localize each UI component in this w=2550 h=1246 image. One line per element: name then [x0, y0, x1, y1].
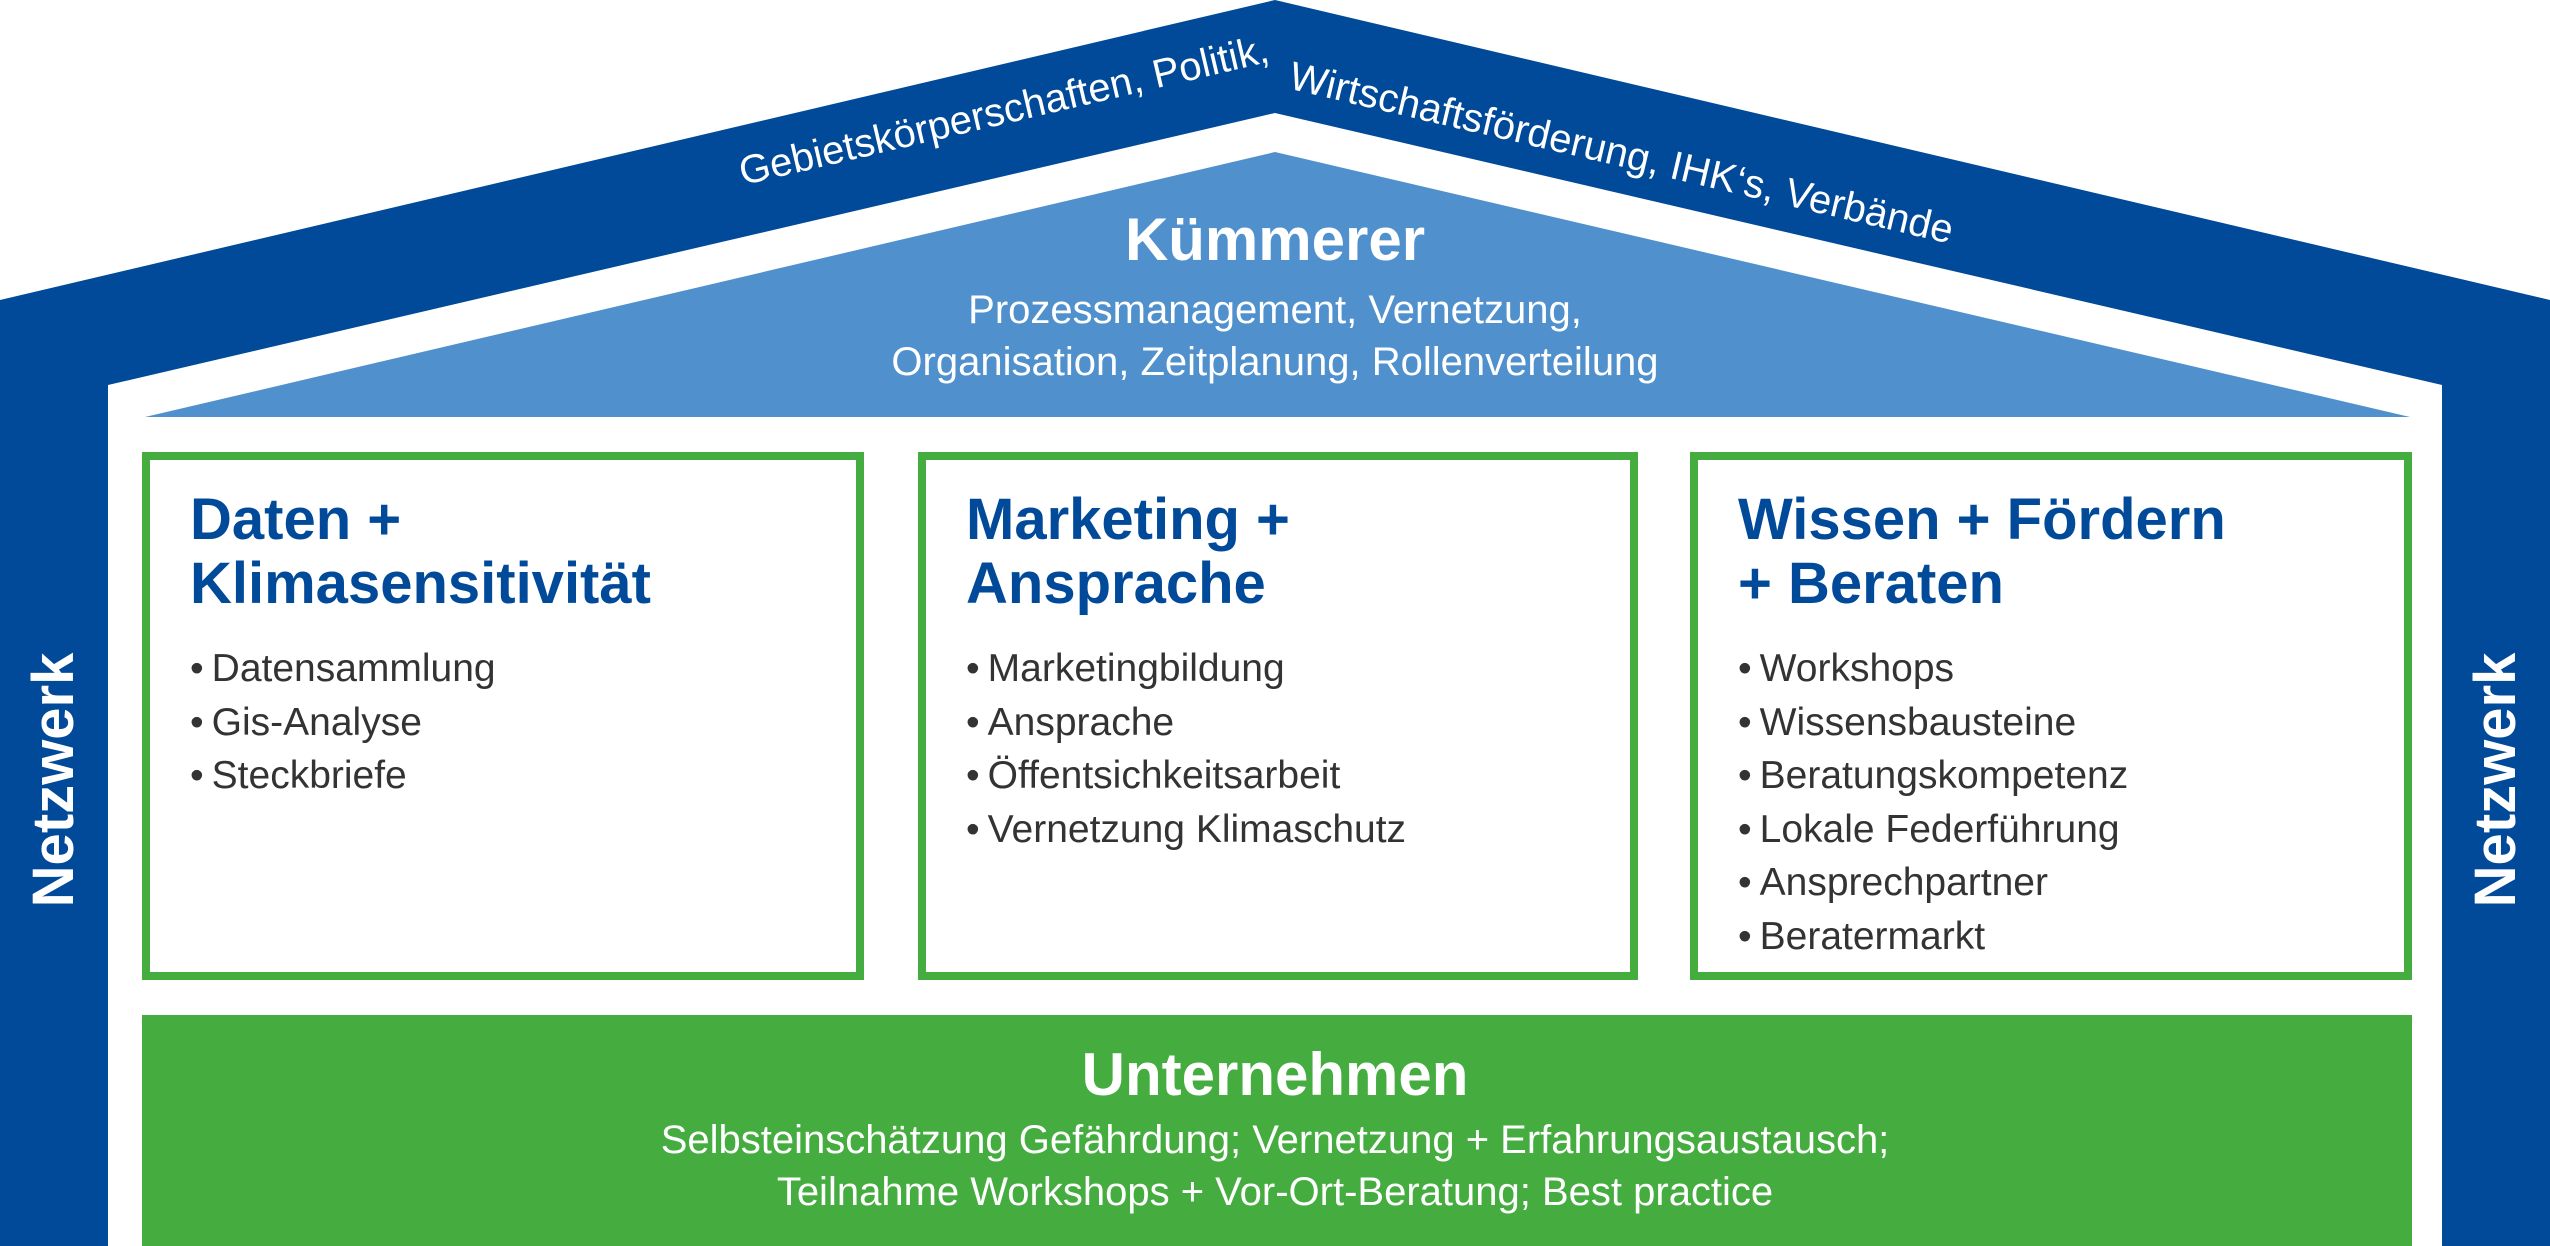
kuemmerer-title: Kümmerer — [1124, 206, 1426, 273]
foundation-title: Unternehmen — [1081, 1041, 1469, 1108]
kuemmerer-triangle — [145, 152, 2410, 417]
pillar-daten: Daten + Klimasensitivität Datensammlung … — [142, 452, 864, 980]
list-item: Lokale Federführung — [1738, 803, 2128, 857]
list-item: Öffentsichkeitsarbeit — [966, 749, 1406, 803]
pillar-marketing-title-line-1: Marketing + — [966, 487, 1290, 552]
foundation-line-1: Selbsteinschätzung Gefährdung; Vernetzun… — [660, 1118, 1890, 1162]
pillar-daten-list: Datensammlung Gis-Analyse Steckbriefe — [190, 642, 496, 803]
pillar-wissen-title: Wissen + Fördern + Beraten — [1738, 488, 2226, 616]
kuemmerer-line-1: Prozessmanagement, Vernetzung, — [968, 288, 1582, 332]
list-item: Steckbriefe — [190, 749, 496, 803]
kuemmerer-line-2: Organisation, Zeitplanung, Rollenverteil… — [891, 340, 1659, 384]
list-item: Gis-Analyse — [190, 696, 496, 750]
pillar-wissen-list: Workshops Wissensbausteine Beratungskomp… — [1738, 642, 2129, 964]
list-item: Beratermarkt — [1738, 910, 2128, 964]
list-item: Beratungskompetenz — [1738, 749, 2129, 803]
pillar-marketing-title-line-2: Ansprache — [966, 551, 1266, 616]
pillar-marketing-list: Marketingbildung Ansprache Öffentsichkei… — [966, 642, 1406, 856]
list-item: Vernetzung Klimaschutz — [966, 803, 1406, 857]
pillar-daten-title-line-1: Daten + — [190, 487, 402, 552]
pillar-daten-title: Daten + Klimasensitivität — [190, 488, 651, 616]
list-item: Marketingbildung — [966, 642, 1406, 696]
pillar-marketing-title: Marketing + Ansprache — [966, 488, 1290, 616]
list-item: Workshops — [1738, 642, 2128, 696]
list-item: Ansprache — [966, 696, 1406, 750]
foundation-bar — [142, 1015, 2412, 1246]
side-label-left: Netzwerk — [21, 652, 86, 908]
pillar-wissen-title-line-2: + Beraten — [1738, 551, 2004, 616]
side-label-right: Netzwerk — [2463, 652, 2528, 908]
pillar-wissen-title-line-1: Wissen + Fördern — [1738, 487, 2226, 552]
pillar-wissen: Wissen + Fördern + Beraten Workshops Wis… — [1690, 452, 2412, 980]
pillar-daten-title-line-2: Klimasensitivität — [190, 551, 651, 616]
pillar-marketing: Marketing + Ansprache Marketingbildung A… — [918, 452, 1638, 980]
list-item: Ansprechpartner — [1738, 856, 2128, 910]
foundation-line-2: Teilnahme Workshops + Vor-Ort-Beratung; … — [776, 1170, 1774, 1214]
list-item: Datensammlung — [190, 642, 496, 696]
list-item: Wissensbausteine — [1738, 696, 2128, 750]
